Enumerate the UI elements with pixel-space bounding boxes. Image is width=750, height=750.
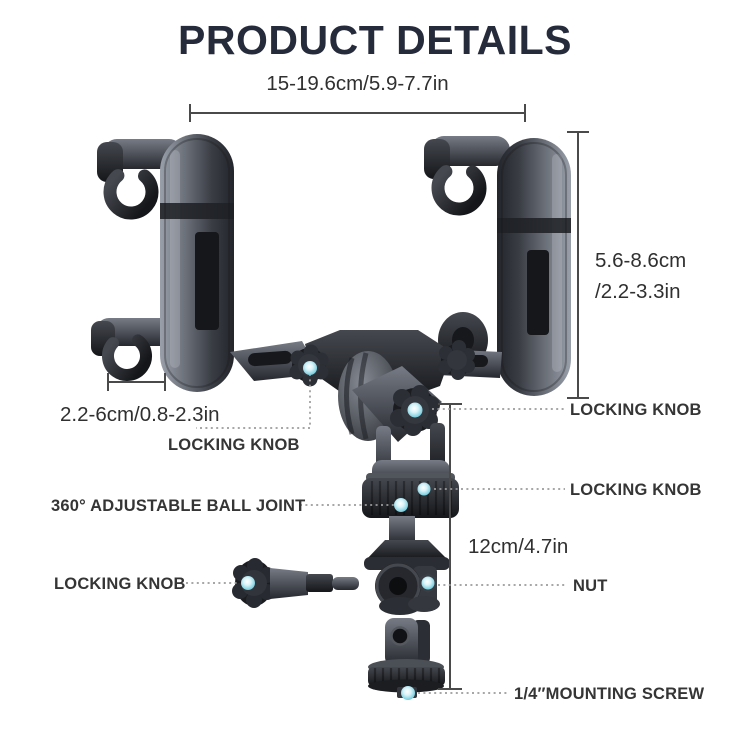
top-left-hook: [97, 139, 183, 220]
label-nut: NUT: [573, 577, 608, 595]
dimension-lines: [107, 104, 589, 690]
dimension-height-cm: 5.6-8.6cm: [595, 249, 687, 272]
dimension-width: 15-19.6cm/5.9-7.7in: [266, 72, 449, 95]
right-rail-locking-knob: [438, 340, 475, 380]
label-mounting-screw: 1/4″MOUNTING SCREW: [514, 685, 705, 703]
left-grip-arm: [160, 134, 234, 392]
locking-collar: [362, 473, 459, 518]
dimension-height: 5.6-8.6cm /2.2-3.3in: [595, 245, 686, 307]
label-locking-knob-mid-left: LOCKING KNOB: [168, 436, 300, 454]
left-rail-locking-knob: [289, 344, 329, 387]
right-grip-arm: [497, 138, 571, 396]
label-locking-knob-right-upper: LOCKING KNOB: [570, 401, 702, 419]
top-right-hook: [424, 136, 510, 216]
quarter-inch-adapter: [368, 618, 445, 698]
page-title: PRODUCT DETAILS: [178, 17, 572, 63]
dimension-pole: 12cm/4.7in: [468, 535, 569, 558]
dimension-height-in: /2.2-3.3in: [595, 280, 681, 303]
label-locking-knob-right-lower: LOCKING KNOB: [570, 481, 702, 499]
leader-lines: [186, 374, 567, 694]
callout-dots: [241, 361, 435, 700]
ball-joint-shaft: [364, 516, 450, 570]
lower-left-hook: [91, 318, 174, 381]
label-ball-joint: 360° ADJUSTABLE BALL JOINT: [51, 497, 306, 515]
label-locking-knob-bottom-left: LOCKING KNOB: [54, 575, 186, 593]
dimension-grip: 2.2-6cm/0.8-2.3in: [60, 403, 220, 426]
